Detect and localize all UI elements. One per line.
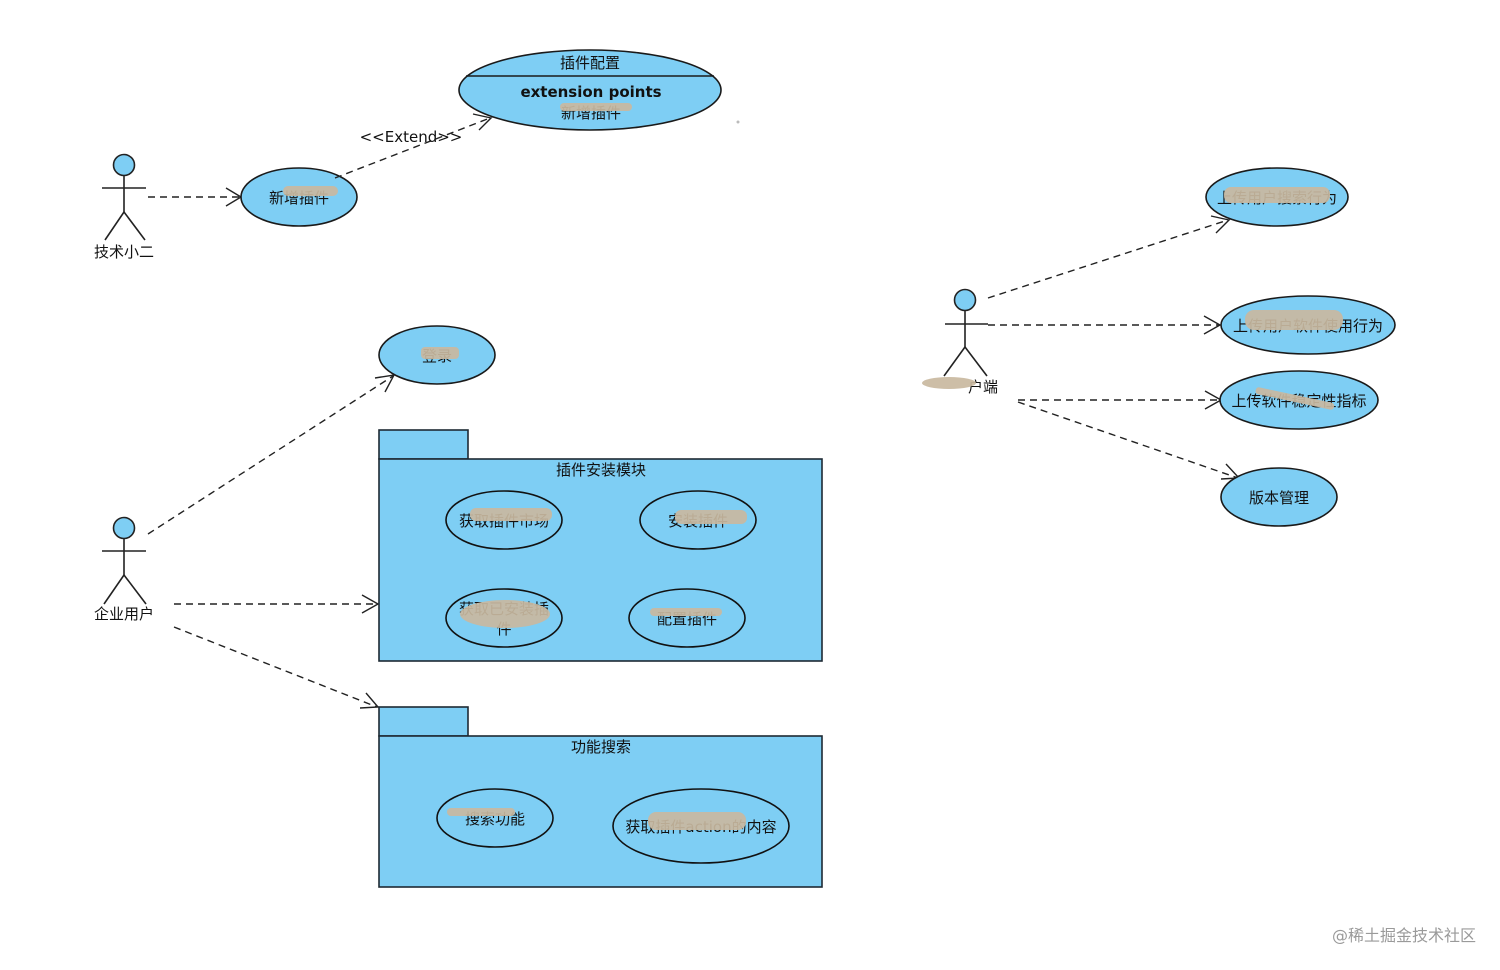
redaction-mark	[1255, 387, 1335, 410]
relation-enterprise-install	[174, 594, 380, 614]
use-case-login[interactable]: 登录	[378, 325, 496, 385]
actor-leg-left	[104, 211, 125, 241]
use-case-upload-software-behavior[interactable]: 上传用户软件使用行为	[1220, 295, 1396, 355]
arrowhead-icon	[359, 692, 380, 709]
use-case-configure-plugin[interactable]: 配置插件	[628, 588, 746, 648]
redaction-mark	[650, 608, 722, 616]
dashed-line	[987, 219, 1229, 299]
actor-head-icon	[112, 153, 136, 177]
use-case-upload-user-behavior[interactable]: 上传用户搜索行为	[1205, 167, 1349, 227]
dashed-line	[1017, 401, 1239, 479]
use-case-shape	[1220, 467, 1338, 527]
use-case-label: 版本管理	[1249, 489, 1309, 507]
relation-client-upload-stability	[1018, 390, 1223, 410]
package-install-module[interactable]: 插件安装模块 获取插件市场 安装插件 获取已安装插 件 配置插件	[378, 429, 823, 662]
redaction-mark	[922, 377, 976, 389]
relation-enterprise-login	[147, 374, 396, 535]
use-case-get-installed-plugins[interactable]: 获取已安装插 件	[445, 588, 563, 648]
package-label: 功能搜索	[571, 738, 631, 756]
use-case-shape	[458, 49, 722, 131]
package-tab	[378, 706, 469, 737]
actor-leg-right	[964, 346, 988, 377]
actor-head-icon	[953, 288, 977, 312]
arrowhead-icon	[1203, 315, 1222, 335]
arrowhead-icon	[1210, 215, 1231, 234]
stray-dot	[736, 120, 740, 124]
actor-label: 企业用户	[94, 605, 154, 623]
arrowhead-icon	[472, 113, 493, 131]
relation-extend: <<Extend>>	[334, 113, 493, 179]
redaction-mark	[675, 510, 747, 524]
arrowhead-icon	[361, 594, 380, 614]
use-case-label: 插件配置	[560, 54, 620, 72]
watermark: @稀土掘金技术社区	[1331, 926, 1476, 945]
actor-head-icon	[112, 516, 136, 540]
use-case-version-management[interactable]: 版本管理	[1220, 467, 1338, 527]
actor-leg-left	[943, 346, 966, 377]
use-case-shape	[436, 788, 554, 848]
use-case-shape	[240, 167, 358, 227]
redaction-mark	[1224, 187, 1330, 203]
use-case-shape	[628, 588, 746, 648]
relation-client-upload-software	[988, 315, 1222, 335]
use-case-plugin-config[interactable]: 插件配置 extension points 新增插件	[458, 49, 722, 131]
package-tab	[378, 429, 469, 460]
redaction-mark	[560, 103, 632, 111]
actor-enterprise[interactable]: 企业用户	[94, 516, 154, 624]
use-case-upload-stability[interactable]: 上传软件稳定性指标	[1219, 370, 1379, 430]
package-label: 插件安装模块	[556, 461, 646, 479]
relation-client-version	[1017, 401, 1241, 480]
use-case-install-plugin[interactable]: 安装插件	[639, 490, 757, 550]
extend-stereotype-label: <<Extend>>	[360, 128, 463, 146]
package-body	[378, 735, 823, 888]
use-case-search-function[interactable]: 搜索功能	[436, 788, 554, 848]
dashed-line	[173, 626, 378, 708]
package-body	[378, 458, 823, 662]
dashed-line	[147, 375, 394, 535]
extension-points-heading: extension points	[520, 83, 661, 101]
relation-client-upload-user	[987, 215, 1231, 299]
redaction-mark	[470, 508, 552, 521]
redaction-mark	[283, 186, 338, 196]
actor-leg-right	[123, 574, 147, 605]
actor-tech[interactable]: 技术小二	[94, 153, 154, 262]
actor-client[interactable]: 户端	[922, 288, 998, 397]
use-case-get-plugin-action[interactable]: 获取插件action的内容	[612, 788, 790, 864]
relation-enterprise-search	[173, 626, 380, 709]
use-case-shape	[445, 588, 563, 648]
actor-leg-left	[103, 574, 125, 605]
use-case-shape	[612, 788, 790, 864]
dashed-line	[334, 117, 491, 179]
use-case-shape	[639, 490, 757, 550]
redaction-mark	[447, 808, 515, 816]
redaction-mark	[421, 347, 459, 359]
redaction-mark	[1245, 310, 1343, 330]
redaction-mark	[460, 600, 550, 628]
actor-leg-right	[123, 211, 146, 241]
package-feature-search[interactable]: 功能搜索 搜索功能 获取插件action的内容	[378, 706, 823, 888]
redaction-mark	[648, 812, 746, 830]
use-case-shape	[445, 490, 563, 550]
actor-label: 技术小二	[94, 243, 154, 261]
use-case-add-plugin[interactable]: 新增插件	[240, 167, 358, 227]
use-case-get-plugin-market[interactable]: 获取插件市场	[445, 490, 563, 550]
relation-tech-add-plugin	[148, 187, 243, 207]
